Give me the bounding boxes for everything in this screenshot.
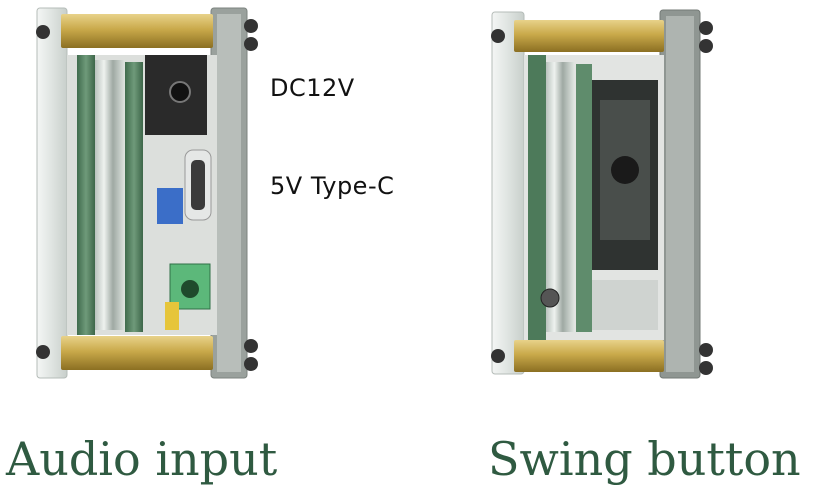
audio-input-caption: Audio input [6, 432, 278, 486]
swing-button-caption: Swing button [488, 432, 801, 486]
left-device-image [36, 7, 258, 379]
right-device-image [491, 9, 713, 379]
type-c-label: 5V Type-C [270, 172, 395, 200]
dc12v-label: DC12V [270, 74, 355, 102]
